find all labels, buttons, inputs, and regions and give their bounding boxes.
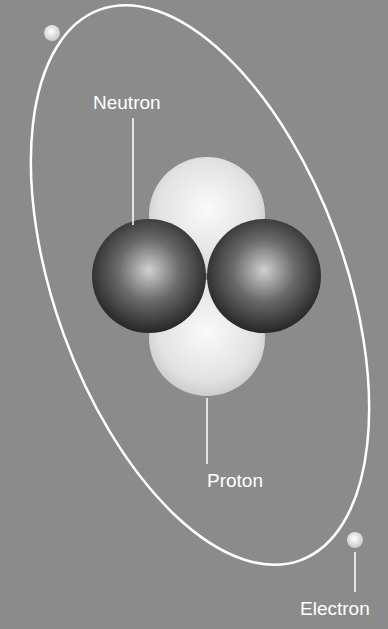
leader-line bbox=[354, 552, 356, 592]
electron-orbit bbox=[0, 0, 388, 610]
part-label: Neutron bbox=[93, 92, 161, 114]
part-label: Electron bbox=[300, 598, 370, 620]
electron bbox=[347, 532, 363, 548]
leader-line bbox=[206, 398, 208, 464]
neutron bbox=[207, 219, 321, 333]
part-label: Proton bbox=[207, 470, 263, 492]
leader-line bbox=[132, 118, 134, 225]
electron bbox=[44, 25, 60, 41]
neutron bbox=[92, 219, 206, 333]
